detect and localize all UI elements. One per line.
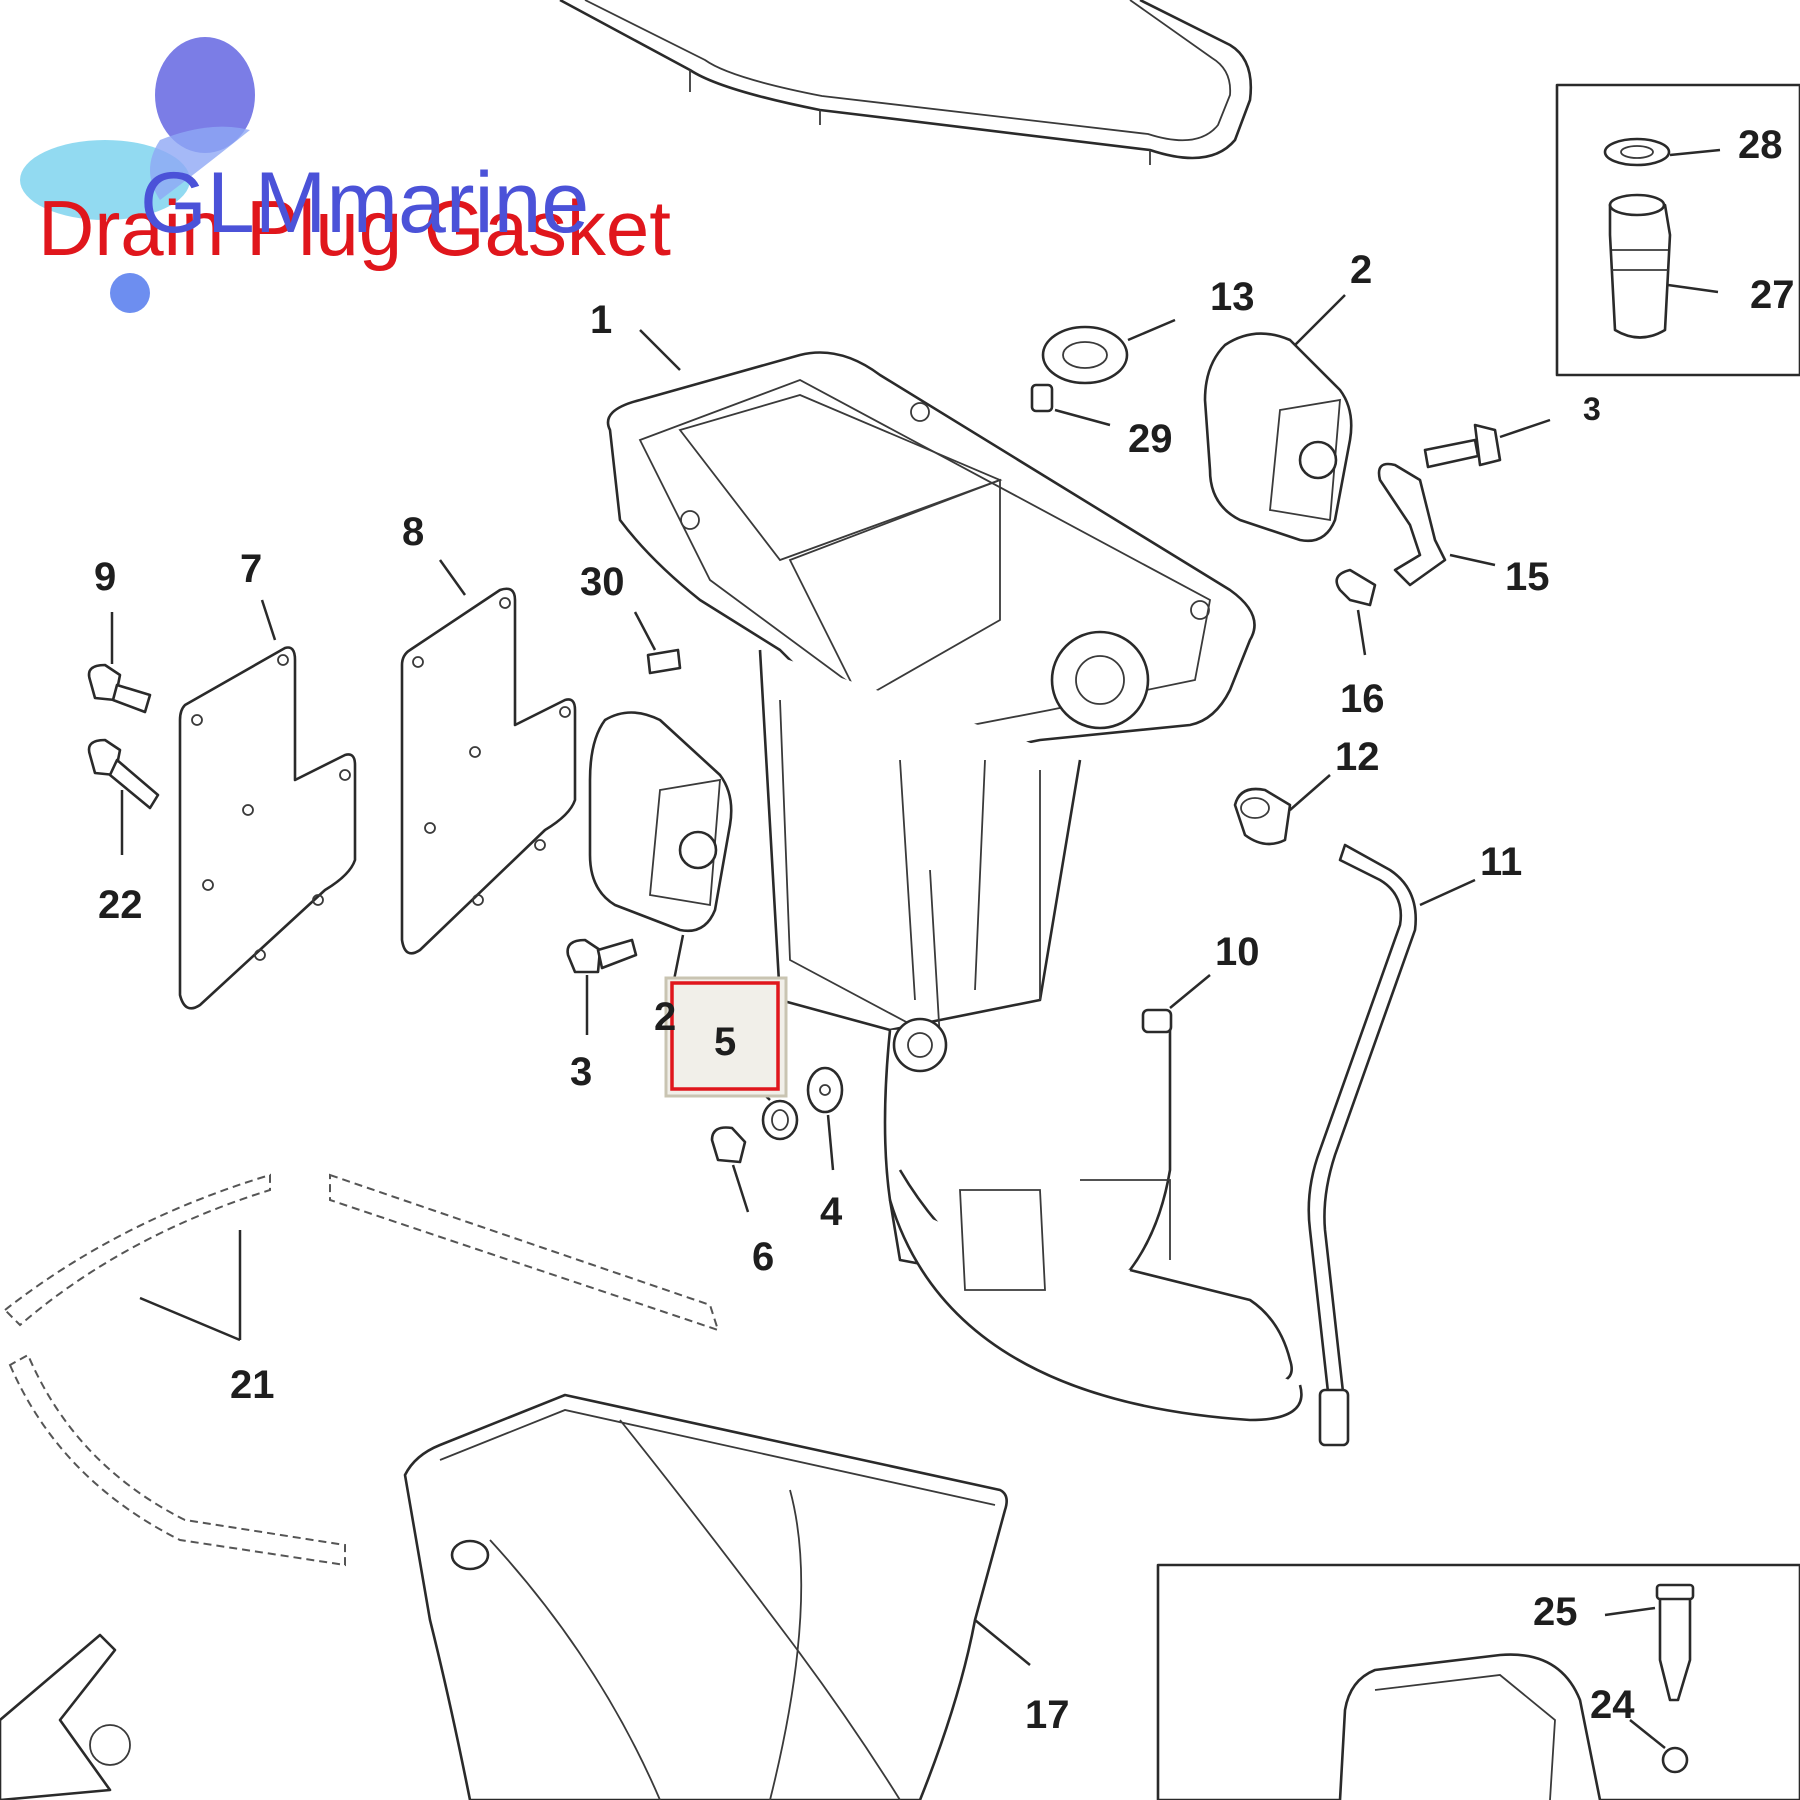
callout-24: 24	[1590, 1683, 1635, 1727]
callout-25: 25	[1533, 1590, 1578, 1634]
screw-3-right	[1423, 418, 1551, 469]
hose-11	[1307, 843, 1476, 1447]
callout-1: 1	[590, 298, 612, 342]
callout-2-left: 2	[654, 995, 676, 1039]
screw-30	[633, 611, 682, 675]
screw-3-left	[566, 938, 638, 1035]
inset-box-top	[1555, 83, 1800, 377]
highlight-part-number: 5	[714, 1020, 736, 1064]
seal-13	[1041, 318, 1176, 385]
callout-29: 29	[1128, 417, 1173, 461]
mount-right	[1203, 294, 1353, 543]
upper-seal-outline	[559, 0, 1253, 165]
callout-28: 28	[1738, 123, 1783, 167]
cover-plate-7	[178, 599, 357, 1010]
brand-name: GLMmarine	[140, 155, 589, 251]
callout-17: 17	[1025, 1693, 1070, 1737]
callout-3-right: 3	[1583, 391, 1601, 427]
highlight-box: 5	[664, 976, 788, 1098]
callout-10: 10	[1215, 930, 1260, 974]
callout-15: 15	[1505, 555, 1550, 599]
callout-16: 16	[1340, 677, 1385, 721]
callout-6: 6	[752, 1235, 774, 1279]
grommet-12	[1233, 774, 1331, 846]
mount-left	[588, 711, 733, 1001]
page-title: Drain Plug Gasket	[38, 184, 671, 272]
lower-left-part	[0, 1633, 131, 1800]
callout-9: 9	[94, 555, 116, 599]
bracket-15	[1377, 462, 1496, 587]
callout-3-left: 3	[570, 1050, 592, 1094]
inset-box-bottom	[1156, 1563, 1800, 1800]
pin-29	[1030, 383, 1111, 427]
callout-labels: 1 2 2 3 3 4 6 7 8 9 10 11 12 13 15 16 17…	[94, 123, 1795, 1737]
gasket-plate-8	[400, 559, 577, 955]
screw-9	[87, 612, 152, 714]
callout-22: 22	[98, 883, 143, 927]
screw-22	[87, 738, 160, 855]
plug-10	[1141, 974, 1211, 1034]
seal-21-dashed	[3, 1173, 720, 1567]
callout-2-right: 2	[1350, 248, 1372, 292]
washer-4	[806, 1066, 844, 1171]
callout-13: 13	[1210, 275, 1255, 319]
driveshaft-housing	[606, 329, 1303, 1422]
callout-7: 7	[240, 547, 262, 591]
callout-27: 27	[1750, 273, 1795, 317]
screw-6	[710, 1126, 750, 1213]
clip-16	[1335, 568, 1377, 656]
callout-30: 30	[580, 560, 625, 604]
callout-12: 12	[1335, 735, 1380, 779]
callout-4: 4	[820, 1190, 843, 1234]
callout-21: 21	[230, 1363, 275, 1407]
brand-logo	[20, 37, 255, 313]
lower-cowl-17	[403, 1393, 1031, 1800]
callout-11: 11	[1480, 840, 1522, 884]
callout-8: 8	[402, 510, 424, 554]
